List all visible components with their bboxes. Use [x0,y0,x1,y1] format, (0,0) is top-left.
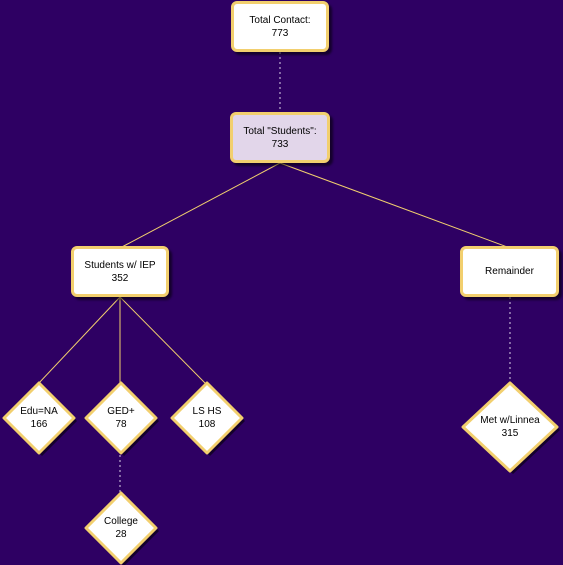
node-college[interactable]: College 28 [84,491,159,565]
node-ged-plus[interactable]: GED+ 78 [84,381,159,456]
node-total-students-label: Total "Students": [243,125,317,137]
connector-iep-lshs [119,296,207,385]
node-remainder-label: Remainder [485,266,534,277]
diamond-shape [461,381,560,474]
node-total-contact[interactable]: Total Contact: 773 [231,1,329,52]
node-met-linnea[interactable]: Met w/Linnea 315 [461,381,560,474]
node-ls-hs[interactable]: LS HS 108 [170,381,245,456]
node-edu-na-label: Edu=NA [20,406,58,417]
node-total-students-value: 733 [271,138,289,150]
node-edu-na-value: 166 [30,419,48,430]
node-college-label: College [104,516,138,527]
diamond-shape [2,381,77,456]
node-edu-na[interactable]: Edu=NA 166 [2,381,77,456]
connector-students-remainder [279,162,511,249]
node-students-iep-value: 352 [111,272,129,284]
node-met-linnea-label: Met w/Linnea [480,415,540,426]
node-ged-plus-value: 78 [115,419,127,430]
node-met-linnea-value: 315 [501,428,519,439]
node-students-iep-label: Students w/ IEP [84,259,156,271]
connector-students-iep [119,162,281,249]
diamond-shape [84,381,159,456]
node-total-contact-value: 773 [271,27,289,39]
connector-iep-edu [37,296,121,385]
node-ls-hs-value: 108 [198,419,216,430]
node-total-contact-label: Total Contact: [249,14,311,26]
diamond-shape [170,381,245,456]
diamond-shape [84,491,159,565]
node-ls-hs-label: LS HS [192,406,222,417]
node-college-value: 28 [115,529,127,540]
node-remainder[interactable]: Remainder [460,246,559,297]
node-students-iep[interactable]: Students w/ IEP 352 [71,246,169,297]
node-ged-plus-label: GED+ [107,406,135,417]
node-total-students[interactable]: Total "Students": 733 [230,112,330,163]
